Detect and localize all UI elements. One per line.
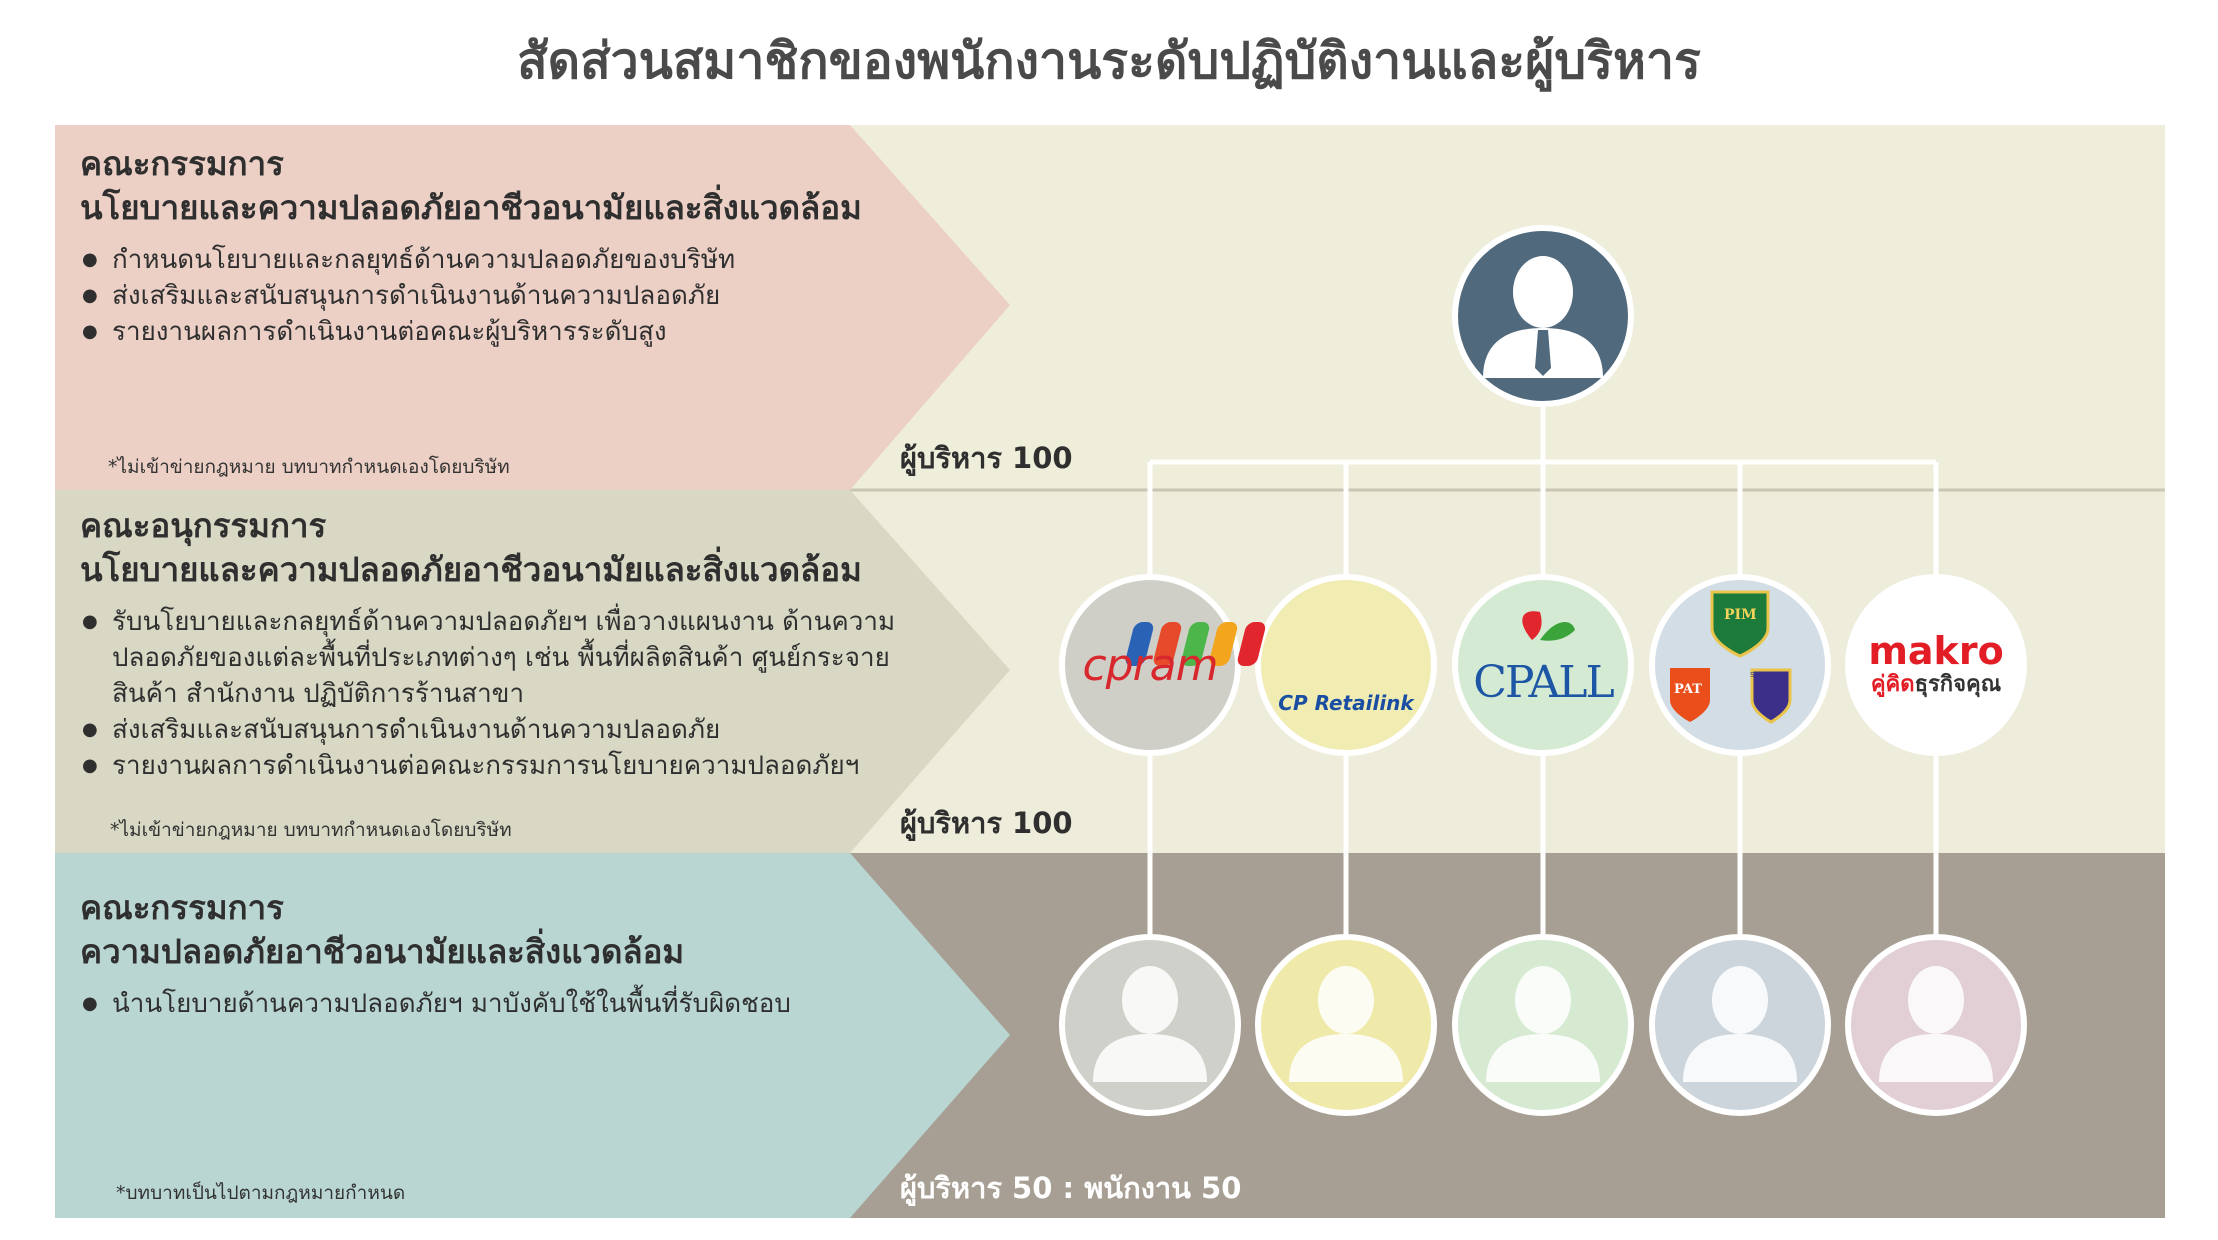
tier-2-bullet: รับนโยบายและกลยุทธ์ด้านความปลอดภัยฯ เพื่… [80,604,940,712]
tier-1-bullet: รายงานผลการดำเนินงานต่อคณะผู้บริหารระดับ… [80,314,940,350]
staff-person-icon-4 [1649,934,1831,1116]
tier-2-bullets: รับนโยบายและกลยุทธ์ด้านความปลอดภัยฯ เพื่… [80,604,940,784]
tier-2-note: *ไม่เข้าข่ายกฎหมาย บทบาทกำหนดเองโดยบริษั… [110,819,512,841]
tier-1-bullets: กำหนดนโยบายและกลยุทธ์ด้านความปลอดภัยของบ… [80,242,940,350]
staff-person-icon-1 [1059,934,1241,1116]
tier-2-heading-line1: คณะอนุกรรมการ [80,506,327,545]
pim-logo: PIM PAT SATIT PIM [1660,585,1820,745]
cp-retailink-circle [1255,574,1437,756]
tier-2-heading-line2: นโยบายและความปลอดภัยอาชีวอนามัยและสิ่งแว… [80,550,862,589]
tier-1-heading-line2: นโยบายและความปลอดภัยอาชีวอนามัยและสิ่งแว… [80,188,862,227]
satit-pim-logo-text: SATIT PIM [1750,671,1784,679]
pat-logo-text: PAT [1674,682,1702,697]
staff-person-icon-2 [1255,934,1437,1116]
tier-2-bullet: ส่งเสริมและสนับสนุนการดำเนินงานด้านความป… [80,712,940,748]
page-title: สัดส่วนสมาชิกของพนักงานระดับปฏิบัติงานแล… [517,32,1701,90]
tier-1-bullet: ส่งเสริมและสนับสนุนการดำเนินงานด้านความป… [80,278,940,314]
cpall-logo-text: CPALL [1473,656,1614,708]
cpall-circle [1452,574,1634,756]
cpall-leaf-icon [1522,611,1575,641]
cpram-circle [1059,574,1241,756]
cp-retailink-stripes-icon [1125,622,1266,666]
tier-3-bullets: นำนโยบายด้านความปลอดภัยฯ มาบังคับใช้ในพื… [80,986,940,1022]
staff-circles [1059,934,2027,1116]
cp-retailink-logo-text: CP Retailink [1278,691,1414,715]
connector-lines [1147,400,1939,938]
tier-1-heading-line1: คณะกรรมการ [80,144,284,183]
makro-tagline: คู่คิดธุรกิจคุณ [1871,671,2001,699]
pim-shield-icon [1670,590,1792,724]
tier-3-heading-line1: คณะกรรมการ [80,888,284,927]
cp-retailink-logo: CP Retailink [1266,585,1426,745]
makro-logo: makro คู่คิดธุรกิจคุณ [1856,585,2016,745]
staff-person-icon-3 [1452,934,1634,1116]
executive-person-icon [1452,225,1634,407]
tier-1-ratio: ผู้บริหาร 100 [900,441,1073,475]
tier-1-note: *ไม่เข้าข่ายกฎหมาย บทบาทกำหนดเองโดยบริษั… [108,456,510,478]
makro-logo-text: makro [1868,629,2004,673]
cpram-logo-text: cpram [1082,639,1218,691]
makro-circle [1845,574,2027,756]
cpram-logo: cpram [1070,585,1230,745]
staff-person-icon-5 [1845,934,2027,1116]
makro-tagline-part1: คู่คิด [1870,672,1915,697]
company-circles [1059,574,2027,756]
tier-3-note: *บทบาทเป็นไปตามกฎหมายกำหนด [116,1182,406,1204]
tier-1-text: คณะกรรมการ นโยบายและความปลอดภัยอาชีวอนาม… [80,142,940,350]
tier-3-text: คณะกรรมการ ความปลอดภัยอาชีวอนามัยและสิ่ง… [80,886,940,1022]
tier-3-ratio: ผู้บริหาร 50 : พนักงาน 50 [900,1171,1242,1205]
pim-logo-text: PIM [1724,607,1757,623]
tier-2-text: คณะอนุกรรมการ นโยบายและความปลอดภัยอาชีวอ… [80,504,940,784]
tier-2-ratio: ผู้บริหาร 100 [900,806,1073,840]
cpall-logo: CPALL [1463,585,1623,745]
tier-3-heading-line2: ความปลอดภัยอาชีวอนามัยและสิ่งแวดล้อม [80,932,685,971]
tier-2-bullet: รายงานผลการดำเนินงานต่อคณะกรรมการนโยบายค… [80,748,940,784]
tier-1-bullet: กำหนดนโยบายและกลยุทธ์ด้านความปลอดภัยของบ… [80,242,940,278]
makro-tagline-part2: ธุรกิจคุณ [1914,672,2002,697]
tier-3-bullet: นำนโยบายด้านความปลอดภัยฯ มาบังคับใช้ในพื… [80,986,940,1022]
band-3-arrow [55,853,1010,1218]
